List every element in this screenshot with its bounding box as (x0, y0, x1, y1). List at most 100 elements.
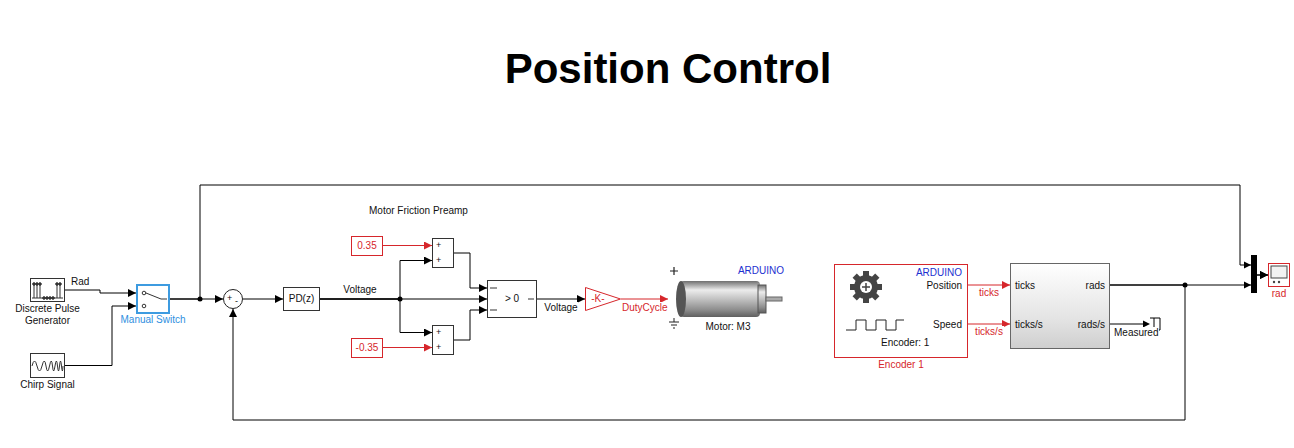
constant-block: -0.35 (351, 338, 383, 358)
signal-line (968, 285, 1010, 286)
pulse-stem (40, 284, 41, 298)
encoder-block: ARDUINOPositionSpeedEncoder: 1Encoder 1 (834, 264, 968, 358)
constant-block: 0.35 (351, 236, 383, 256)
gain-triangle: -K- (585, 287, 621, 311)
block-text: ARDUINO (916, 267, 962, 279)
motor-shaft (766, 297, 782, 301)
block-name: Chirp Signal (20, 379, 74, 391)
block-text: ticks (1015, 280, 1035, 292)
block-text: > 0 (505, 293, 519, 305)
signal-name: ticks/s (974, 326, 1004, 338)
signal-line (170, 185, 1268, 299)
switch-stub (490, 310, 497, 311)
signal-wire (1110, 324, 1145, 325)
pulse-dot (49, 297, 52, 300)
motor-cap (676, 281, 686, 317)
chirp-icon (32, 361, 63, 371)
block-text: + (436, 255, 441, 266)
pulse-dot (46, 297, 49, 300)
pulse-dot (56, 283, 59, 286)
gear-hub (860, 281, 872, 293)
motor-block: ARDUINOMotor: M3 (668, 263, 788, 335)
source-block: Discrete Pulse Generator (30, 278, 65, 302)
pulse-stem (57, 284, 58, 298)
gear-plus (862, 283, 870, 291)
block-name: rad (1272, 288, 1286, 300)
pulse-dot (33, 283, 36, 286)
pulse-stem (60, 284, 61, 298)
ground-symbol (669, 318, 679, 328)
block-text: -0.35 (356, 342, 379, 354)
signal-name: ticks (978, 287, 1000, 299)
block-name: Encoder 1 (878, 359, 924, 371)
pulse-dot (39, 283, 42, 286)
scope-screen (1271, 266, 1287, 278)
block-text: Encoder: 1 (881, 337, 929, 349)
switch-output (161, 299, 167, 300)
block-text: 0.35 (357, 240, 376, 252)
signal-name: Voltage (342, 284, 377, 296)
block-text: -K- (591, 293, 604, 305)
block-name: Manual Switch (120, 314, 185, 326)
pulse-dot (59, 283, 62, 286)
sum-block: ++ (432, 325, 454, 355)
arrow-head (1244, 262, 1251, 269)
switch-icon (142, 291, 167, 308)
scope-icon (1271, 266, 1287, 283)
signal-line (65, 290, 136, 293)
pulse-stem (37, 284, 38, 298)
switch-stub (528, 299, 534, 300)
pulse-dot (52, 297, 55, 300)
block-text: Position (926, 280, 962, 292)
motor-picture (669, 267, 782, 328)
diagram-label: Measured (1113, 327, 1159, 339)
gear-icon (850, 271, 882, 303)
switch-contact (142, 291, 146, 295)
signal-line (537, 299, 585, 300)
sum-circle: +- (223, 289, 243, 309)
pulse-dot (36, 283, 39, 286)
pulse-stem (34, 284, 35, 298)
block-name: Discrete Pulse Generator (10, 303, 86, 327)
block-text: ticks/s (1015, 319, 1043, 331)
switch-block: Manual Switch (136, 284, 170, 314)
diagram-label: Rad (70, 276, 90, 288)
arrow-head (1244, 282, 1251, 289)
pulse-icon (32, 283, 63, 300)
signal-line (320, 299, 432, 333)
mux-bar (1251, 255, 1257, 293)
gain-triangle-shape (586, 288, 621, 311)
scope-knob (1273, 281, 1275, 283)
subsystem-block: ticks rads ticks/s rads/s (1010, 263, 1110, 349)
block-text: Motor: M3 (705, 321, 750, 333)
block-text: + (227, 293, 232, 304)
switch-lever (146, 293, 161, 299)
switch-stub (490, 288, 497, 289)
threshold-switch-icon (490, 288, 534, 310)
plus-terminal (670, 267, 678, 275)
block-text: + (436, 327, 441, 338)
signal-line (383, 245, 432, 246)
switch-block: > 0 (487, 280, 537, 318)
signal-name: Voltage (543, 302, 578, 314)
source-block: Chirp Signal (30, 353, 65, 378)
signal-line (621, 299, 668, 300)
motor-flange (758, 285, 766, 313)
switch-contact (142, 304, 146, 308)
block-text: rads/s (1078, 319, 1105, 331)
sum-block: ++ (432, 238, 454, 268)
block-text: PD(z) (289, 293, 315, 305)
signal-line (383, 347, 432, 348)
signal-line (243, 299, 283, 300)
square-wave-icon (846, 320, 904, 330)
pulse-dot (43, 297, 46, 300)
block-text: Speed (933, 319, 962, 331)
motor-body (680, 281, 760, 317)
signal-name: DutyCycle (621, 302, 669, 314)
controller-block: PD(z) (283, 287, 320, 311)
block-text: + (436, 342, 441, 353)
signal-line (320, 261, 432, 300)
diagram-title: Position Control (505, 46, 832, 92)
block-text: rads (1086, 280, 1105, 292)
